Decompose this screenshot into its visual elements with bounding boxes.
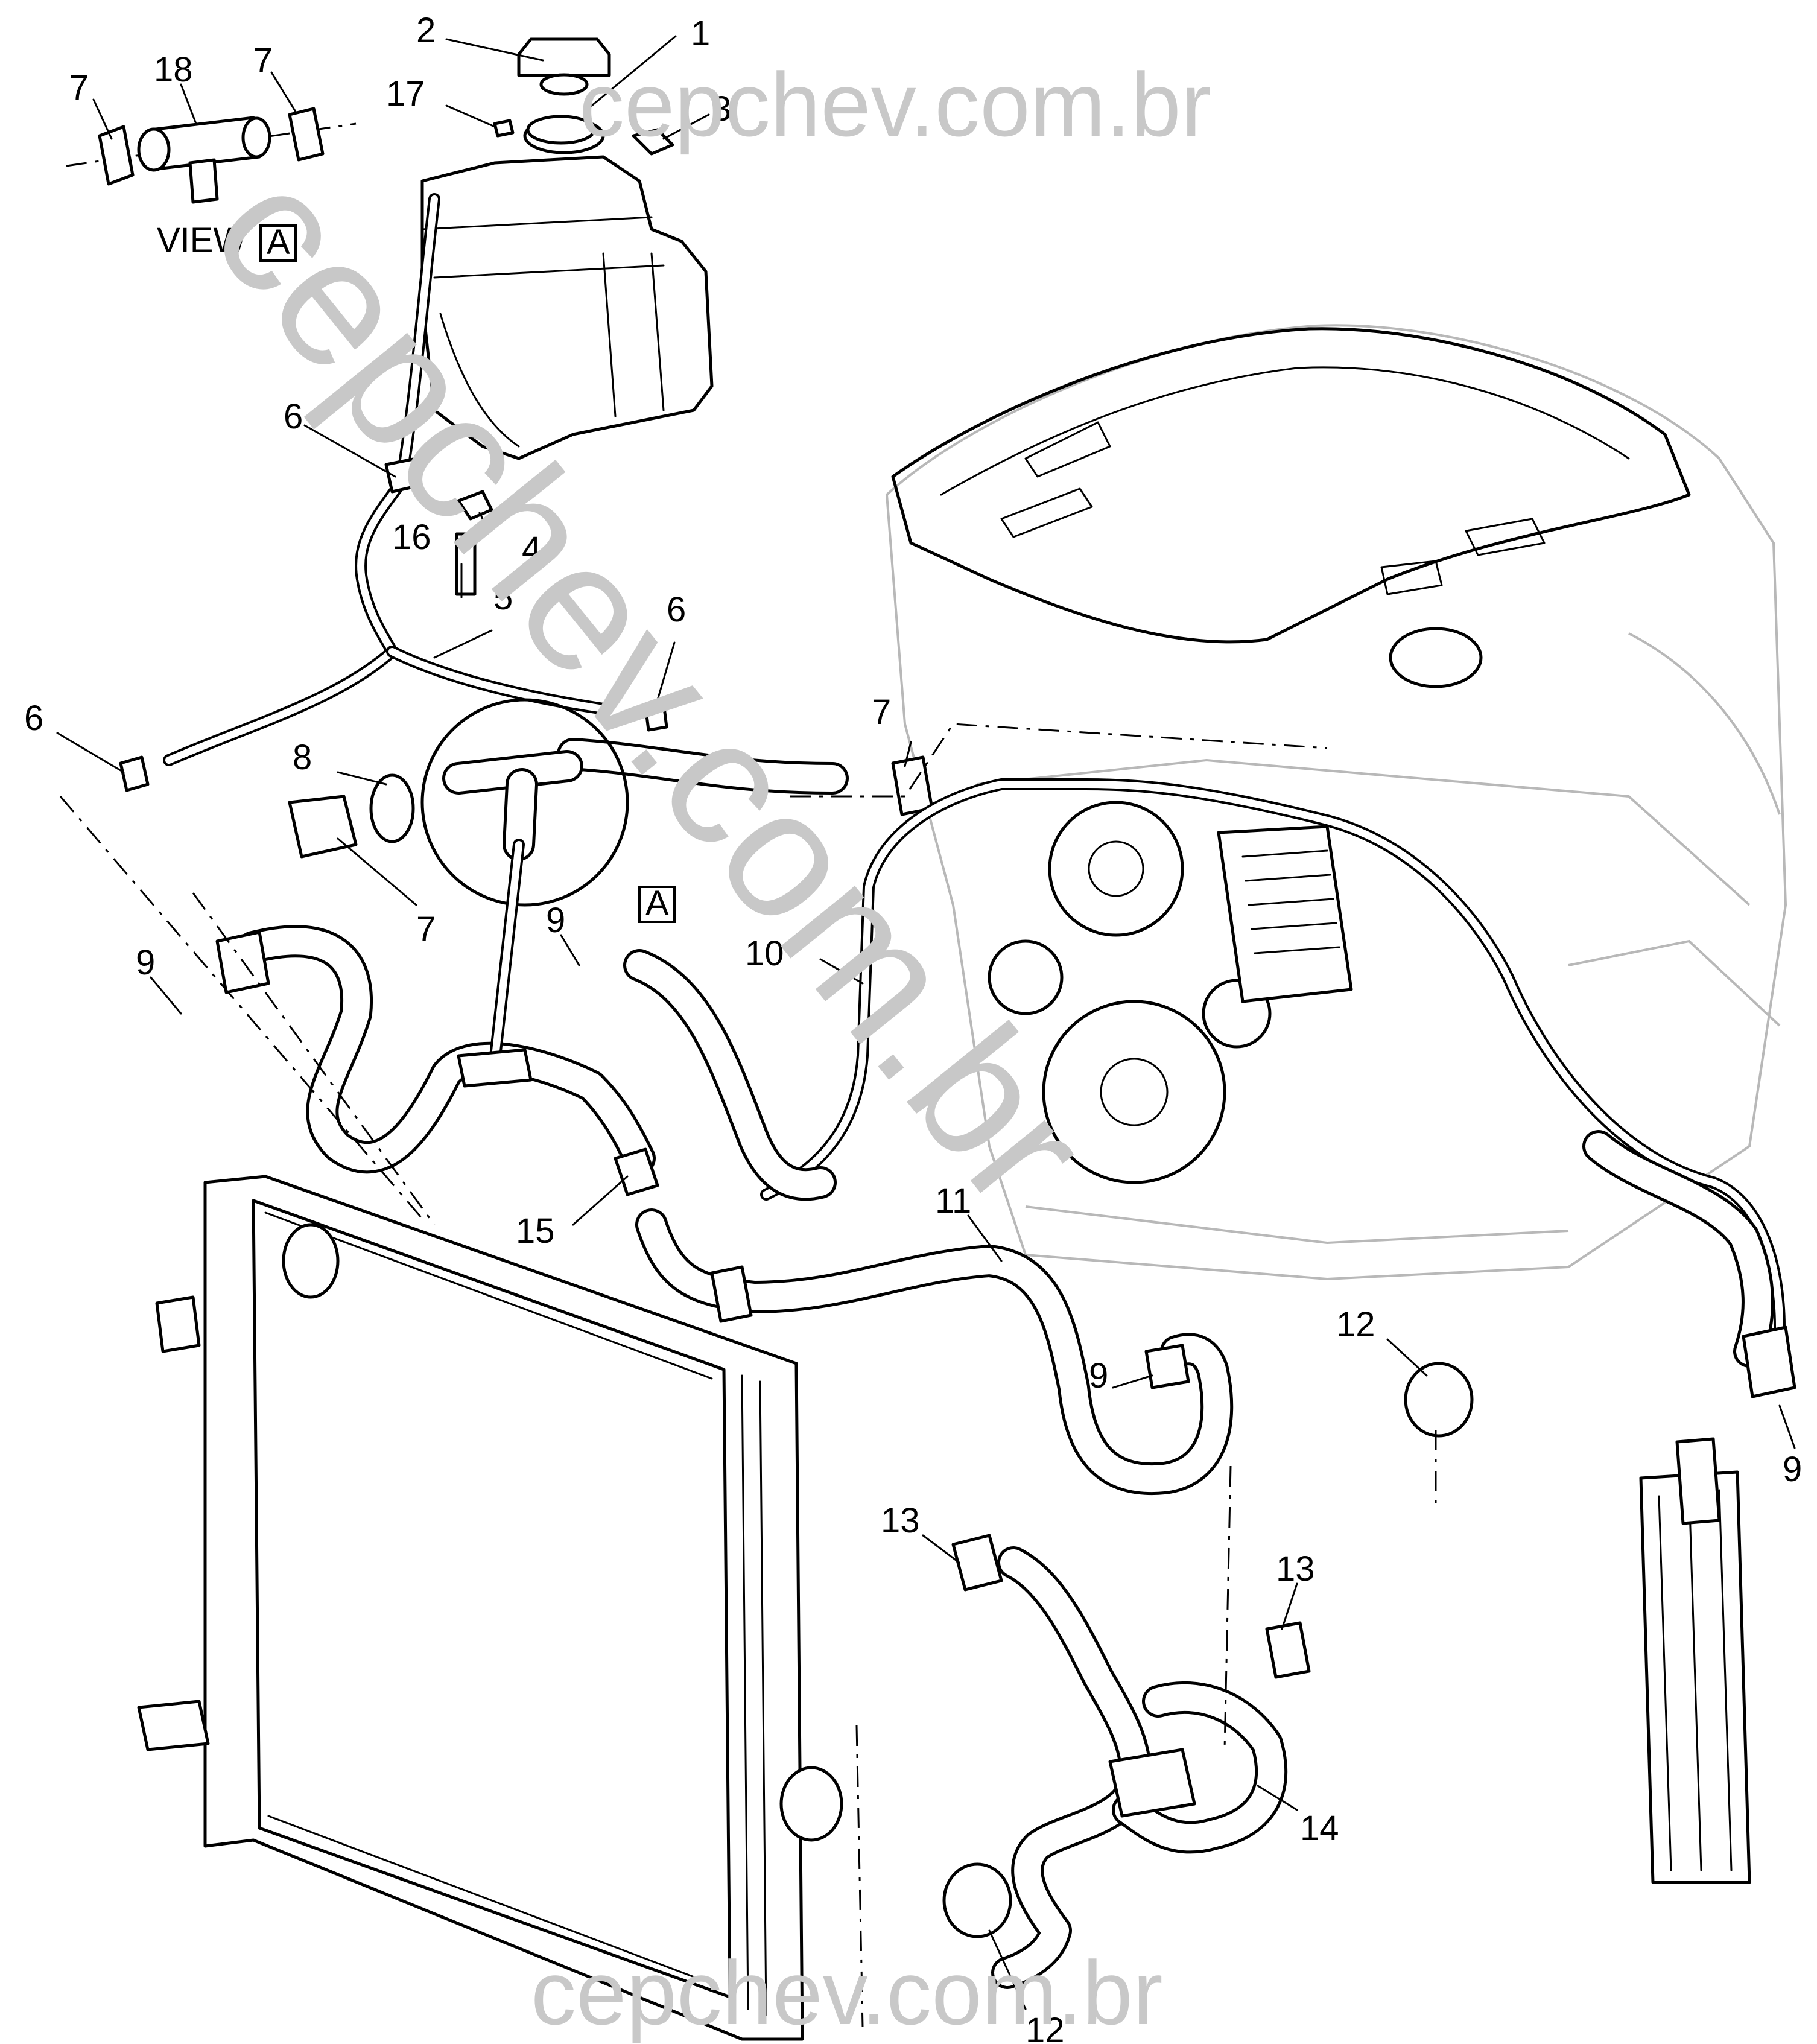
- view-label: VIEW: [157, 221, 246, 260]
- tee-clamp: [457, 1048, 533, 1088]
- auxiliary-cooler: [1639, 1437, 1751, 1884]
- hose-bracket: [710, 1265, 753, 1323]
- view-letter: A: [267, 223, 290, 262]
- callout-9: 9: [546, 901, 565, 940]
- hose-clamp-12-upper: [1404, 1362, 1474, 1438]
- callout-9: 9: [1783, 1450, 1802, 1489]
- detail-letter-box: [638, 886, 676, 923]
- watermark-top: cepchev.com.br: [579, 54, 1211, 155]
- callout-6: 6: [667, 590, 686, 629]
- hose-bracket: [1108, 1748, 1196, 1818]
- tank-grommet: [457, 490, 493, 521]
- callout-10: 10: [745, 934, 784, 973]
- hose-sleeve: [369, 773, 415, 843]
- hose-clamp: [98, 125, 135, 186]
- callout-13: 13: [1276, 1549, 1315, 1589]
- callout-12: 12: [1336, 1305, 1375, 1344]
- callout-7: 7: [416, 910, 436, 949]
- hose-clamp-12-lower: [942, 1862, 1012, 1938]
- hose-clamp-7-left: [288, 795, 358, 859]
- callout-numbers: 1 2 3 4 5 6 6 6 7 7 7 7 8 9 9 9 9 10 11 …: [24, 11, 1802, 2044]
- callout-6: 6: [24, 699, 43, 738]
- crankshaft-pulley: [1042, 1000, 1226, 1184]
- hose-clamp-6-upper: [384, 457, 421, 494]
- quick-connect: [1144, 1344, 1190, 1389]
- callout-9: 9: [136, 943, 155, 982]
- callout-3: 3: [712, 89, 731, 129]
- callout-16: 16: [392, 518, 431, 557]
- callout-4: 4: [522, 530, 541, 569]
- hose-clamp-6-right: [644, 701, 668, 732]
- callout-7: 7: [253, 41, 273, 80]
- oil-filler-cap: [1389, 627, 1483, 688]
- callout-14: 14: [1300, 1809, 1339, 1848]
- callout-7: 7: [872, 693, 891, 732]
- detail-letter: A: [645, 884, 669, 923]
- callout-2: 2: [416, 11, 436, 50]
- tank-bracket-clip: [632, 128, 674, 156]
- view-a-tee-fitting: [66, 107, 357, 204]
- cap-seal: [526, 115, 596, 145]
- view-letter-box: [259, 224, 297, 262]
- callout-5: 5: [493, 578, 513, 617]
- quick-connect: [1742, 1325, 1796, 1398]
- detail-circle-a: [420, 698, 629, 907]
- oil-cooler: [1217, 825, 1353, 1003]
- callout-12: 12: [1026, 2011, 1065, 2044]
- locating-pin: [455, 532, 477, 596]
- hose-clamp: [288, 107, 325, 162]
- hose-clamp-13-right: [1265, 1621, 1311, 1679]
- mounting-nut: [493, 119, 515, 138]
- callout-17: 17: [386, 74, 425, 113]
- callout-6: 6: [284, 397, 303, 436]
- callout-1: 1: [691, 14, 710, 53]
- callout-18: 18: [154, 50, 193, 89]
- callout-9: 9: [1089, 1356, 1108, 1395]
- hose-clamp-15: [614, 1147, 659, 1196]
- watermark-bottom: cepchev.com.br: [531, 1942, 1163, 2043]
- hose-clamp-13-left: [951, 1534, 1003, 1592]
- leader-lines: [56, 35, 1796, 2010]
- radiator: [137, 1175, 843, 2041]
- hose-clamp-6-left: [119, 755, 150, 792]
- pulley-upper: [1048, 801, 1184, 937]
- callout-11: 11: [935, 1181, 971, 1220]
- callout-7: 7: [69, 68, 89, 107]
- callout-8: 8: [293, 738, 312, 777]
- idler-pulley: [988, 939, 1064, 1015]
- callout-15: 15: [516, 1211, 555, 1251]
- engine-assembly: [885, 324, 1787, 1281]
- callout-13: 13: [881, 1501, 920, 1540]
- surge-tank-cap: [517, 37, 611, 96]
